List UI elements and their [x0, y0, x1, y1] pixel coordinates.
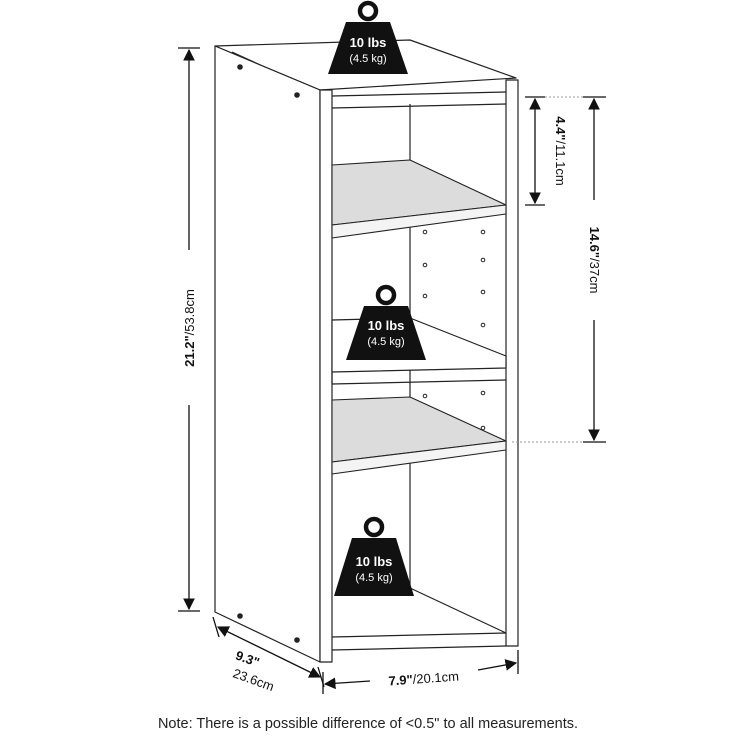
front-right-edge [505, 79, 519, 647]
left-side-panel [214, 45, 321, 663]
weight-label-lbs: 10 lbs [350, 35, 387, 50]
weight-label-lbs: 10 lbs [356, 554, 393, 569]
height-total-label: 21.2"/53.8cm [182, 289, 197, 367]
dimension-width [322, 650, 519, 694]
weight-icon-bottom: 10 lbs (4.5 kg) [334, 516, 414, 596]
shelf-peg-holes [422, 229, 486, 431]
weight-icon-middle: 10 lbs (4.5 kg) [346, 284, 426, 360]
weight-icon-top: 10 lbs (4.5 kg) [328, 0, 408, 74]
dimension-shelf-gap [525, 96, 583, 206]
dimension-height-total [178, 47, 200, 612]
measurement-note: Note: There is a possible difference of … [157, 716, 579, 732]
front-left-edge [319, 89, 333, 663]
shelf-gap-label: 4.4"/11.1cm [553, 116, 568, 186]
bookcase [214, 39, 519, 663]
cube-height-label: 14.6"/37cm [587, 227, 602, 294]
weight-label-lbs: 10 lbs [368, 318, 405, 333]
adjustable-shelves [331, 159, 507, 475]
depth-label-metric: 23.6cm [231, 665, 276, 694]
weight-label-kg: (4.5 kg) [355, 572, 392, 584]
width-label: 7.9"/20.1cm [388, 669, 459, 689]
dimension-cube-height [512, 96, 606, 443]
weight-label-kg: (4.5 kg) [367, 336, 404, 348]
weight-label-kg: (4.5 kg) [349, 53, 386, 65]
